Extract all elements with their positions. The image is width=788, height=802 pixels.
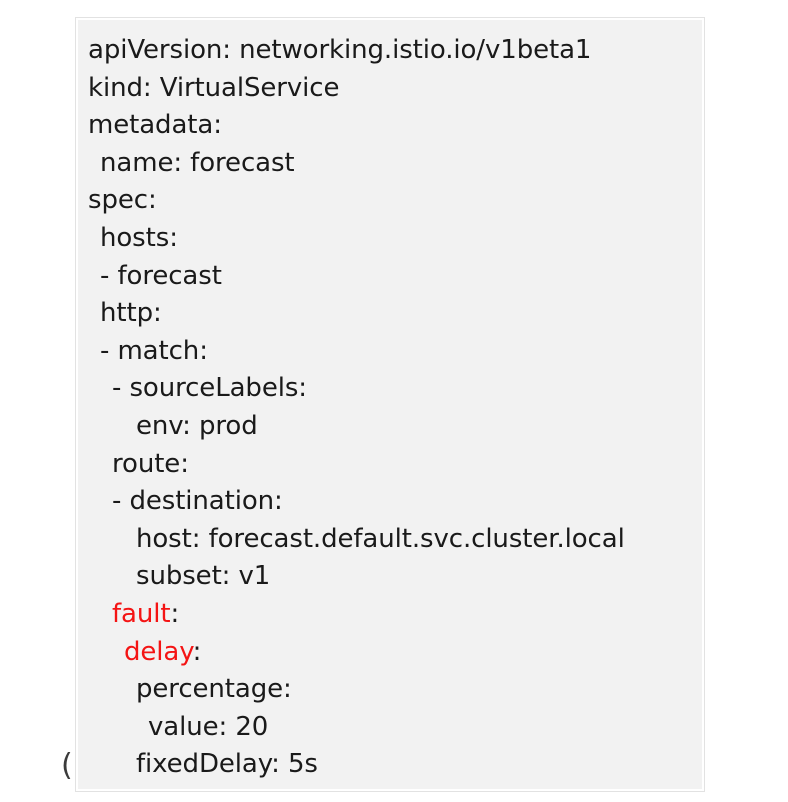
- yaml-value: VirtualService: [151, 72, 340, 103]
- left-edge-clipped-parenthesis-glyph: (: [61, 748, 73, 783]
- yaml-line: metadata:: [88, 107, 700, 145]
- yaml-colon: :: [180, 448, 189, 479]
- yaml-value: 5s: [279, 749, 318, 780]
- yaml-key: match: [117, 335, 200, 366]
- yaml-colon: :: [283, 674, 292, 705]
- yaml-line: fixedDelay: 5s: [88, 746, 700, 784]
- yaml-key: percentage: [136, 674, 284, 705]
- yaml-colon: :: [142, 72, 152, 103]
- yaml-key: hosts: [100, 222, 170, 253]
- yaml-line: http:: [88, 295, 700, 333]
- yaml-key: apiVersion: [88, 35, 223, 65]
- yaml-key: kind: [88, 72, 143, 103]
- yaml-colon: :: [147, 185, 157, 216]
- yaml-line: - match:: [88, 333, 700, 371]
- yaml-key: sourceLabels: [129, 373, 299, 404]
- yaml-line: kind: VirtualService: [88, 70, 700, 108]
- yaml-value: networking.istio.io/v1beta1: [230, 35, 592, 65]
- yaml-key: forecast: [117, 260, 222, 291]
- yaml-colon: :: [192, 636, 202, 667]
- yaml-value: forecast: [182, 147, 295, 178]
- yaml-line: env: prod: [88, 408, 700, 446]
- yaml-line: subset: v1: [88, 558, 700, 596]
- yaml-colon: :: [191, 523, 201, 554]
- yaml-key: host: [136, 523, 192, 554]
- yaml-colon: :: [271, 749, 280, 780]
- yaml-list-dash: -: [100, 335, 118, 366]
- yaml-line: host: forecast.default.svc.cluster.local: [88, 521, 700, 559]
- yaml-list-dash: -: [112, 486, 130, 517]
- yaml-value: prod: [190, 410, 258, 441]
- yaml-colon: :: [152, 298, 162, 329]
- yaml-line: spec:: [88, 182, 700, 220]
- yaml-colon: :: [221, 561, 231, 592]
- yaml-line: fault:: [88, 596, 700, 634]
- yaml-key: destination: [129, 486, 275, 517]
- yaml-colon: :: [222, 35, 231, 65]
- yaml-colon: :: [218, 711, 228, 742]
- yaml-colon: :: [169, 222, 178, 253]
- yaml-colon: :: [182, 410, 191, 441]
- yaml-key: subset: [136, 561, 222, 592]
- yaml-key: http: [100, 298, 153, 329]
- yaml-list-dash: -: [112, 373, 130, 404]
- yaml-key: name: [100, 147, 174, 178]
- yaml-line: name: forecast: [88, 145, 700, 183]
- yaml-value: v1: [230, 561, 271, 592]
- yaml-line: route:: [88, 446, 700, 484]
- yaml-colon: :: [298, 373, 307, 404]
- yaml-value: 20: [227, 711, 269, 742]
- yaml-key: route: [112, 448, 181, 479]
- yaml-colon: :: [170, 598, 180, 629]
- yaml-key: fixedDelay: [136, 749, 272, 780]
- yaml-key-highlighted: fault: [112, 598, 171, 629]
- yaml-key-highlighted: delay: [124, 636, 193, 667]
- yaml-line: - forecast: [88, 258, 700, 296]
- yaml-key: env: [136, 410, 183, 441]
- yaml-colon: :: [199, 335, 208, 366]
- yaml-line: hosts:: [88, 220, 700, 258]
- yaml-colon: :: [274, 486, 283, 517]
- yaml-line: value: 20: [88, 709, 700, 747]
- yaml-line: - destination:: [88, 483, 700, 521]
- yaml-line: apiVersion: networking.istio.io/v1beta1: [88, 32, 700, 70]
- yaml-line: percentage:: [88, 671, 700, 709]
- yaml-key: value: [148, 711, 219, 742]
- yaml-list-dash: -: [100, 260, 118, 291]
- yaml-line: delay:: [88, 634, 700, 672]
- yaml-key: metadata: [88, 110, 214, 141]
- yaml-colon: :: [173, 147, 183, 178]
- yaml-line: - sourceLabels:: [88, 370, 700, 408]
- yaml-colon: :: [213, 110, 222, 141]
- yaml-key: spec: [88, 185, 148, 216]
- yaml-value: forecast.default.svc.cluster.local: [200, 523, 625, 554]
